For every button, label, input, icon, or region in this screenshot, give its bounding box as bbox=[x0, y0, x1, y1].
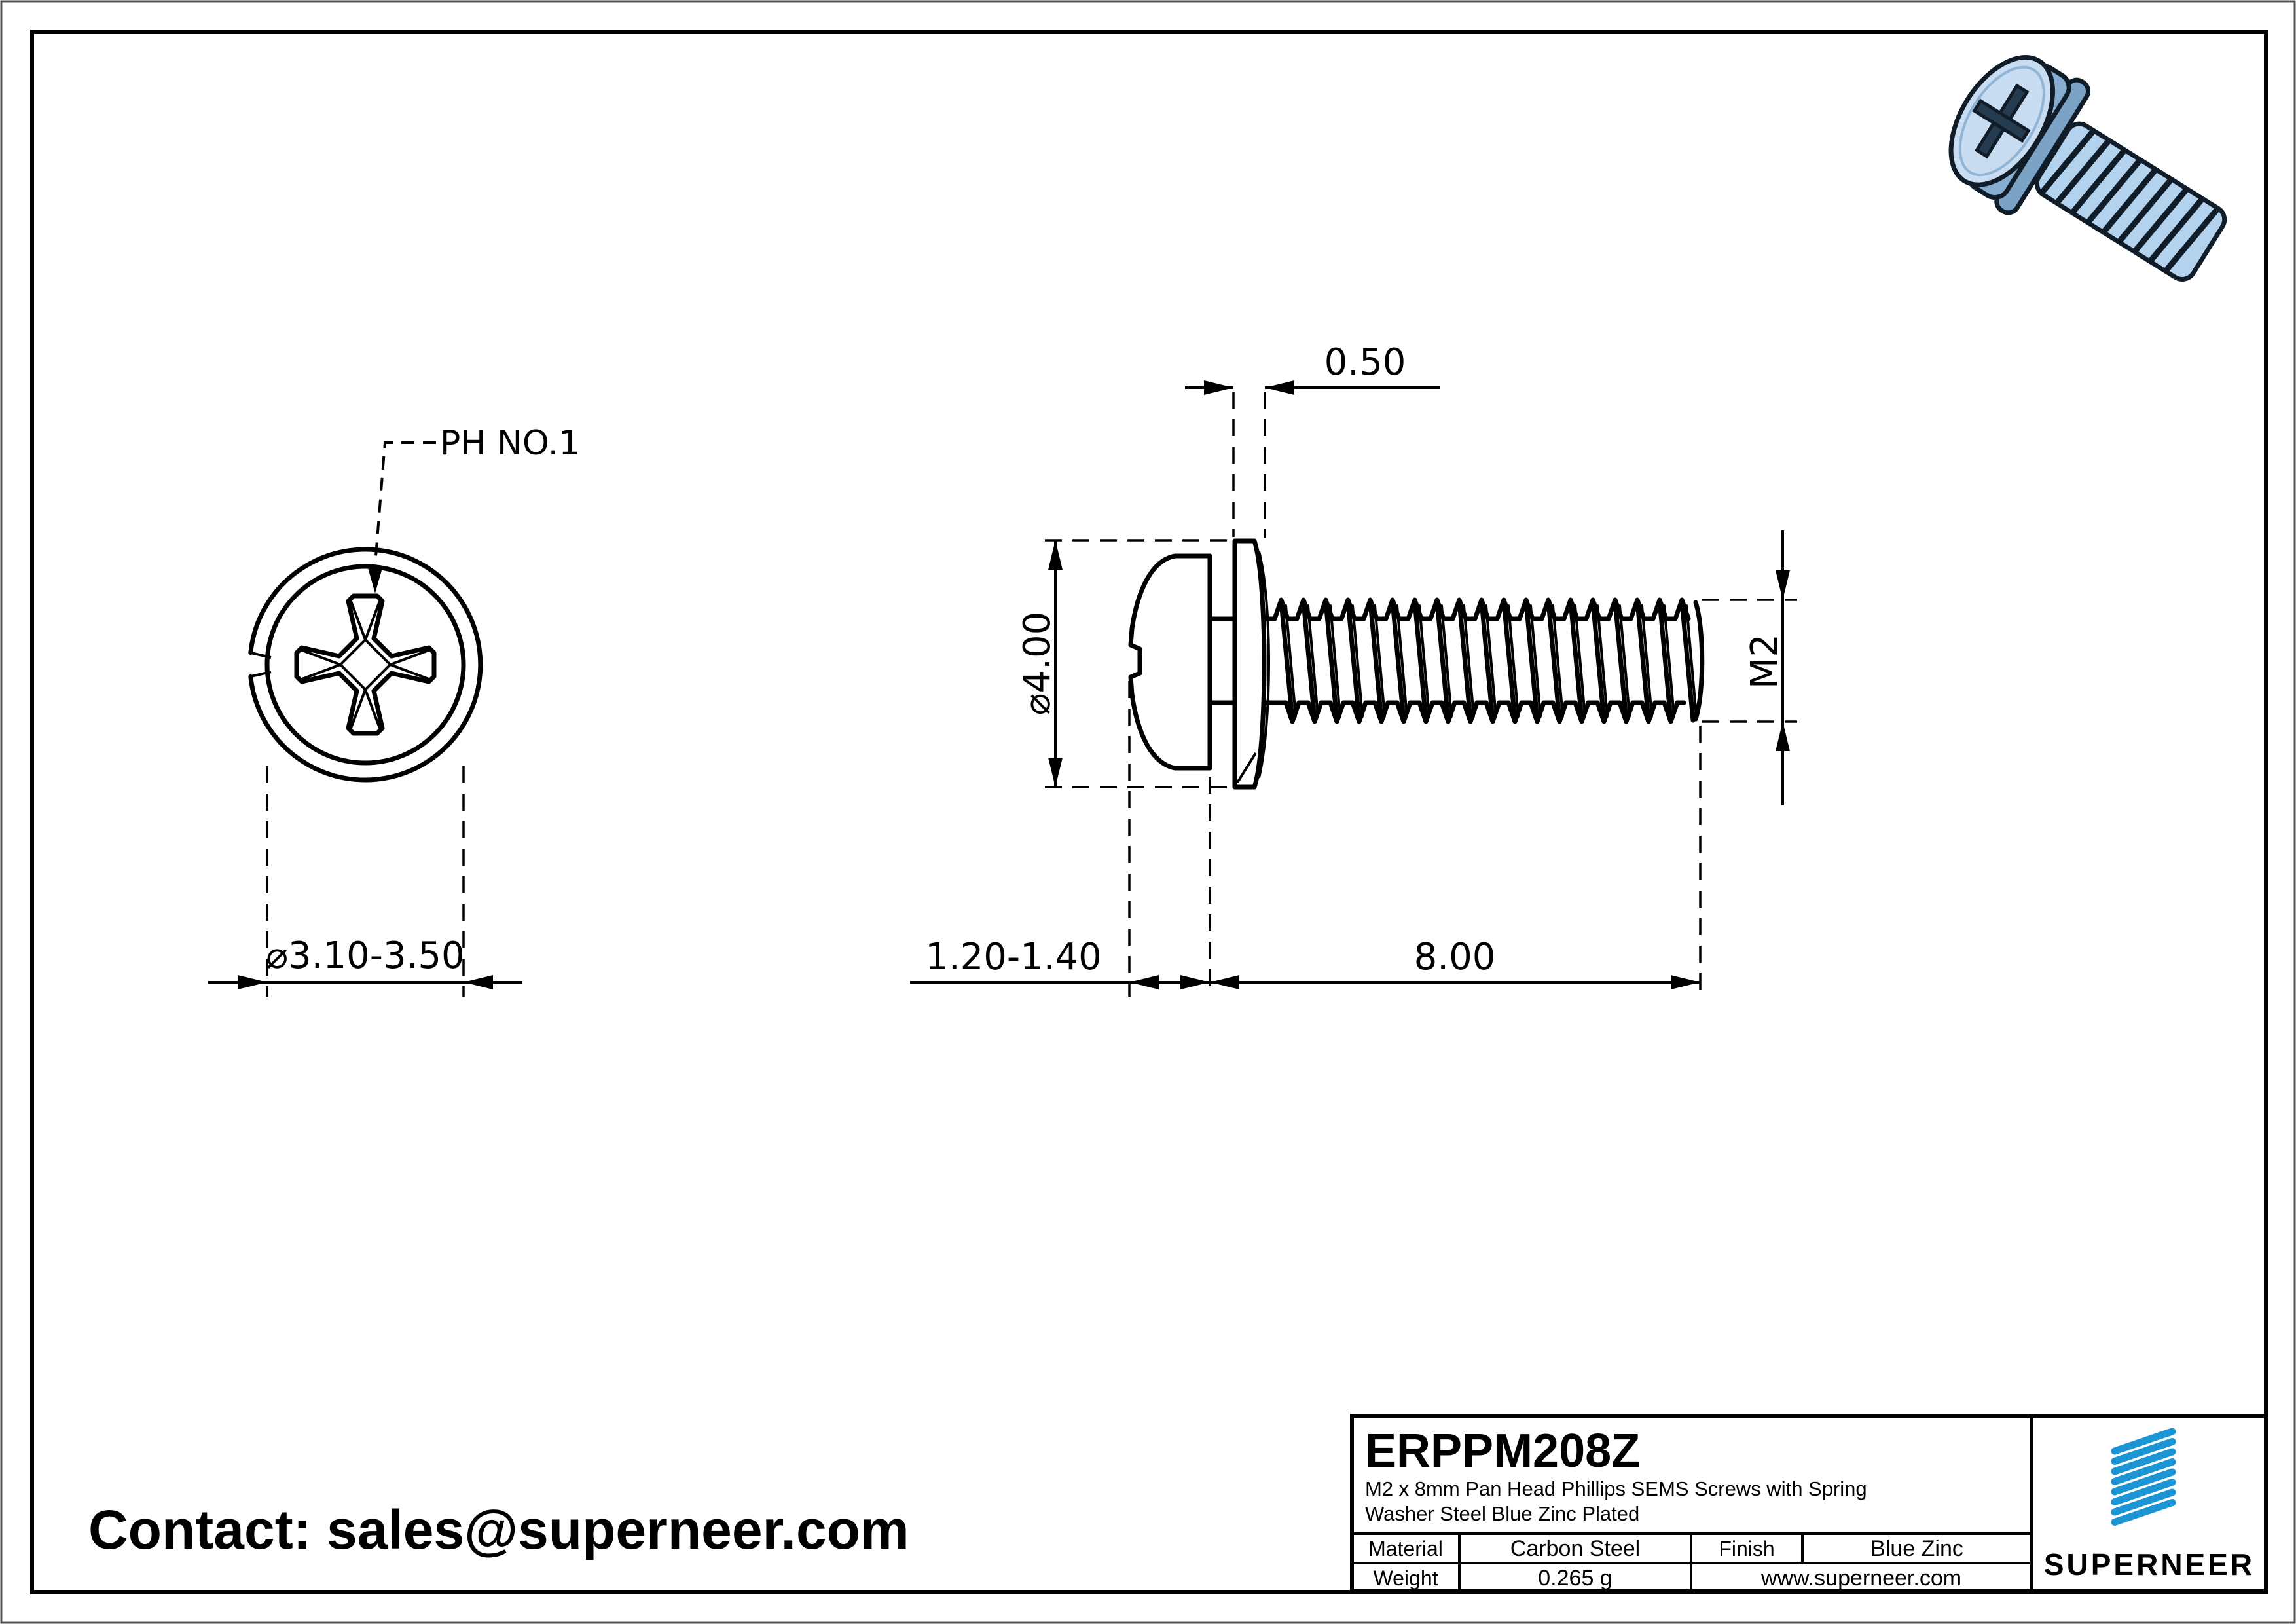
thread-dim-arrow-bottom bbox=[1776, 722, 1790, 751]
washer-dim-arrow-left bbox=[1204, 380, 1233, 395]
head-od-arrow-top bbox=[1048, 540, 1063, 570]
thread-dim-arrow-top bbox=[1776, 570, 1790, 600]
contact-line: Contact: sales@superneer.com bbox=[88, 1499, 909, 1560]
title-block-gridlines bbox=[1352, 1416, 2033, 1591]
head-height-arrow-right bbox=[1180, 975, 1210, 989]
inner-border bbox=[30, 30, 2268, 1594]
spring-washer-inner-edge bbox=[1258, 551, 1270, 779]
screw-3d-render bbox=[1948, 55, 2227, 282]
head-height-dim: 1.20-1.40 bbox=[925, 936, 1102, 978]
screw-3d-head-ring bbox=[1958, 65, 2045, 177]
pan-head-profile bbox=[1128, 553, 1212, 771]
finish-value: Blue Zinc bbox=[1870, 1536, 1963, 1561]
length-dim: 8.00 bbox=[1414, 936, 1496, 978]
finish-label: Finish bbox=[1719, 1537, 1774, 1560]
thread-size-dim: M2 bbox=[1743, 634, 1786, 689]
material-label: Material bbox=[1368, 1537, 1443, 1560]
length-arrow-left bbox=[1210, 975, 1239, 989]
callout-ph-no1: PH NO.1 bbox=[440, 424, 580, 463]
head-circle bbox=[264, 564, 466, 766]
head-od-dim: ⌀4.00 bbox=[1016, 612, 1059, 715]
thread-extension-lines bbox=[1702, 599, 1797, 723]
spring-washer-split-line bbox=[1236, 752, 1257, 784]
website-link[interactable]: www.superneer.com bbox=[1760, 1566, 1961, 1591]
phillips-facet-lines bbox=[301, 600, 429, 729]
superneer-logo-icon bbox=[2111, 1428, 2176, 1526]
head-height-arrow-left bbox=[1129, 975, 1159, 989]
bottom-extension-lines bbox=[1128, 681, 1702, 997]
front-diameter-dim: ⌀3.10-3.50 bbox=[266, 934, 464, 977]
callout-arrowhead bbox=[367, 566, 383, 593]
part-number: ERPPM208Z bbox=[1365, 1425, 1640, 1477]
front-extension-lines bbox=[266, 766, 465, 997]
head-od-extension-lines bbox=[1045, 539, 1265, 788]
shank-neck bbox=[1209, 616, 1235, 705]
spring-washer bbox=[1232, 538, 1267, 790]
washer-thickness-dim: 0.50 bbox=[1324, 341, 1406, 384]
weight-label: Weight bbox=[1373, 1566, 1438, 1590]
front-dim-arrow-right bbox=[464, 975, 493, 989]
front-dim-arrow-left bbox=[238, 975, 267, 989]
weight-value: 0.265 g bbox=[1538, 1566, 1612, 1591]
thread-flank-lines bbox=[1279, 599, 1698, 723]
brand-wordmark: SUPERNEER bbox=[2044, 1547, 2255, 1581]
phillips-recess-outline bbox=[294, 593, 437, 736]
length-arrow-right bbox=[1671, 975, 1700, 989]
washer-dim-arrow-right bbox=[1265, 380, 1294, 395]
washer-extension-lines bbox=[1232, 392, 1266, 538]
callout-leader bbox=[374, 441, 436, 565]
title-block: ERPPM208Z M2 x 8mm Pan Head Phillips SEM… bbox=[1350, 1414, 2268, 1593]
side-view: 0.50 ⌀4.00 M2 1.20-1.40 8.00 bbox=[910, 341, 1797, 997]
front-view: PH NO.1 ⌀3.10-3.50 bbox=[208, 424, 580, 997]
screw-3d-phillips-icon bbox=[1972, 83, 2031, 159]
screw-3d-threads bbox=[2039, 129, 2219, 272]
thread-end-cap bbox=[1693, 600, 1705, 722]
description-line-2: Washer Steel Blue Zinc Plated bbox=[1365, 1502, 1639, 1525]
thread-crest-bottom bbox=[1283, 700, 1686, 724]
washer-outer-circle bbox=[248, 547, 483, 783]
material-value: Carbon Steel bbox=[1510, 1536, 1640, 1561]
description-line-1: M2 x 8mm Pan Head Phillips SEMS Screws w… bbox=[1365, 1477, 1867, 1500]
head-od-arrow-bottom bbox=[1048, 758, 1063, 787]
